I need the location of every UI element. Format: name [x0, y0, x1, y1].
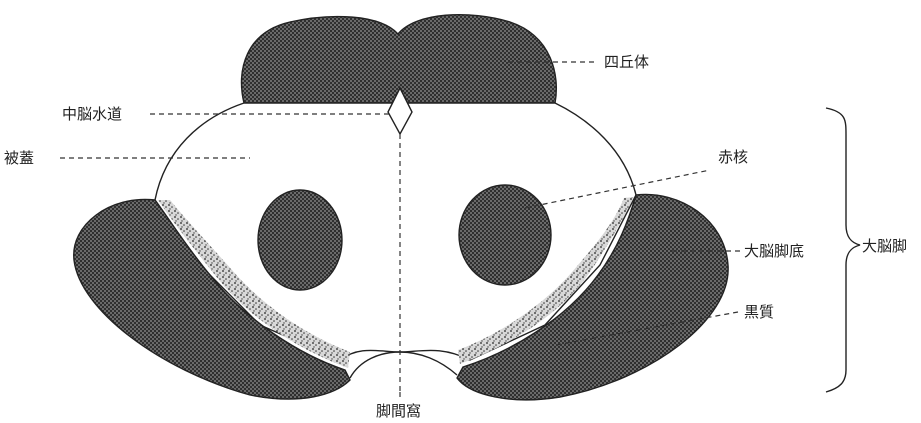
interpeduncular-fossa-shape	[350, 352, 457, 378]
label-quadrigeminal: 四丘体	[604, 53, 649, 71]
right-red-nucleus-shape	[459, 185, 551, 285]
label-aqueduct: 中脳水道	[62, 105, 122, 123]
label-cerebral-peduncle: 大脳脚	[862, 237, 907, 255]
left-red-nucleus-shape	[258, 190, 342, 290]
label-interpeduncular-fossa: 脚間窩	[376, 402, 421, 420]
cerebral-peduncle-brace	[826, 108, 860, 392]
label-red-nucleus: 赤核	[718, 148, 748, 166]
label-crus-base: 大脳脚底	[744, 242, 804, 260]
label-tegmentum: 被蓋	[4, 149, 34, 167]
label-substantia-nigra: 黒質	[744, 303, 774, 321]
